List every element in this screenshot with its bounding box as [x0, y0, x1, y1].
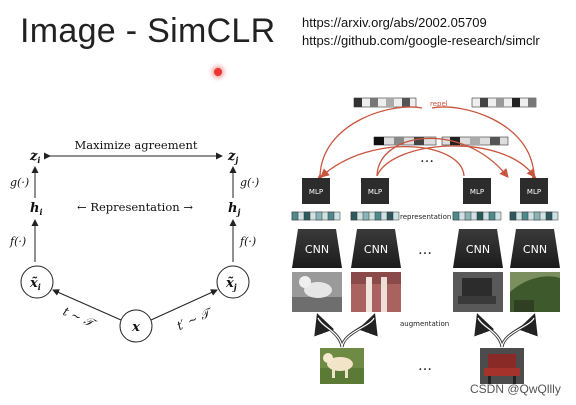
augmentation-caption: augmentation: [400, 320, 449, 328]
cnn-label-3: CNN: [466, 243, 490, 256]
f-left-label: f(·): [9, 235, 26, 248]
csdn-watermark: CSDN @QwQllly: [470, 382, 561, 396]
mlp-label-3: MLP: [470, 188, 484, 196]
augmented-chair-gray: [453, 272, 503, 312]
representation-label: ← Representation →: [77, 200, 193, 214]
z-j-label: zj: [227, 149, 238, 165]
cnn-label-2: CNN: [364, 243, 388, 256]
mlp-label-2: MLP: [368, 188, 382, 196]
original-chair-image: [480, 348, 524, 384]
reference-links: https://arxiv.org/abs/2002.05709 https:/…: [302, 14, 540, 50]
g-left-label: g(·): [10, 176, 29, 189]
augmented-views: [292, 272, 560, 312]
original-dog-image: [320, 348, 364, 384]
mlp-label-1: MLP: [309, 188, 323, 196]
slide-title: Image - SimCLR: [20, 12, 276, 50]
cnn-label-1: CNN: [305, 243, 329, 256]
contrastive-learning-pipeline: repel … MLP MLP: [291, 97, 560, 384]
cnn-label-4: CNN: [523, 243, 547, 256]
bottom-ellipsis: …: [418, 358, 432, 374]
representation-caption: representation: [400, 213, 451, 221]
g-right-label: g(·): [240, 176, 259, 189]
augmented-chair-green: [510, 272, 560, 312]
representation-strips: [291, 211, 559, 221]
repel-arrows: [315, 106, 539, 183]
maximize-agreement-label: Maximize agreement: [75, 138, 198, 152]
cnn-encoders: CNN CNN CNN CNN: [292, 229, 560, 268]
repel-label: repel: [430, 100, 448, 108]
middle-ellipsis: …: [418, 242, 432, 258]
h-i-label: hi: [30, 201, 43, 217]
mlp-blocks: MLP MLP MLP MLP: [302, 178, 548, 204]
top-ellipsis: …: [420, 150, 434, 166]
mlp-label-4: MLP: [527, 188, 541, 196]
x-tilde-i-label: x̃i: [29, 276, 41, 292]
h-j-label: hj: [228, 201, 240, 217]
z-i-label: zi: [29, 149, 40, 165]
f-right-label: f(·): [239, 235, 256, 248]
augmented-dog-grayscale: [292, 272, 342, 312]
x-label: x: [131, 320, 140, 335]
laser-pointer-dot: [214, 68, 222, 76]
arxiv-link[interactable]: https://arxiv.org/abs/2002.05709: [302, 15, 487, 30]
x-tilde-j-label: x̃j: [225, 276, 237, 292]
augmented-dog-crop-red: [351, 272, 401, 312]
second-embedding-strip: [373, 136, 509, 146]
github-link[interactable]: https://github.com/google-research/simcl…: [302, 33, 540, 48]
top-embedding-strip: [353, 97, 537, 108]
simclr-framework-diagram: Maximize agreement zi zj g(·) g(·) hi hj…: [9, 138, 259, 343]
t-right-label: t′ ∼ 𝒯: [175, 305, 216, 333]
